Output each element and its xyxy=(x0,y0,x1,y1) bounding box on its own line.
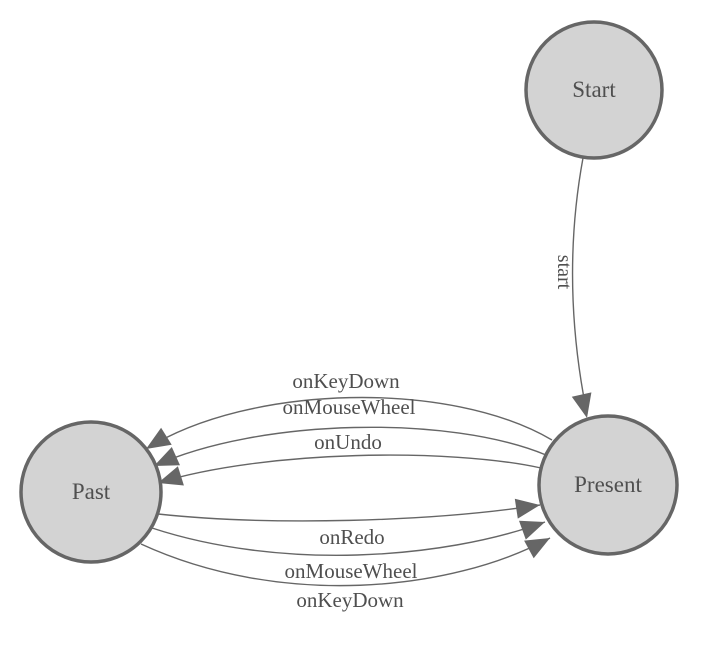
edge-label-onkeydown-top: onKeyDown xyxy=(292,369,400,393)
edge-label-onundo: onUndo xyxy=(314,430,382,454)
edge-present-to-past-onmousewheel xyxy=(153,426,547,467)
node-present: Present xyxy=(537,414,679,556)
edge-label-onmousewheel-bottom: onMouseWheel xyxy=(285,559,418,583)
node-label-present: Present xyxy=(574,472,642,497)
arrowhead-past-to-present-onredo xyxy=(514,498,540,519)
edge-label-start: start xyxy=(553,255,575,290)
edge-label-group: start onKeyDown onMouseWheel onUndo onRe… xyxy=(283,255,575,612)
arrowhead-group xyxy=(146,392,592,559)
node-circle-past xyxy=(19,420,163,564)
arrowhead-start-to-present xyxy=(571,392,592,418)
arrowhead-present-to-past-onundo xyxy=(158,466,184,486)
node-start: Start xyxy=(524,20,664,160)
edge-past-to-present-onredo xyxy=(157,504,541,522)
node-group: Start Past Present xyxy=(19,20,679,564)
arrowhead-past-to-present-onkeydown xyxy=(524,538,550,559)
edge-start-to-present xyxy=(571,157,588,415)
node-label-start: Start xyxy=(572,77,616,102)
arrowhead-past-to-present-onmousewheel xyxy=(519,520,545,540)
arrowhead-present-to-past-onkeydown xyxy=(146,427,172,449)
edge-group xyxy=(140,157,588,587)
edge-label-onmousewheel-top: onMouseWheel xyxy=(283,395,416,419)
edge-present-to-past-onkeydown xyxy=(145,396,553,450)
node-circle-start xyxy=(524,20,664,160)
edge-past-to-present-onkeydown xyxy=(140,537,551,587)
edge-past-to-present-onmousewheel xyxy=(151,521,546,556)
node-circle-present xyxy=(537,414,679,556)
node-past: Past xyxy=(19,420,163,564)
arrowhead-present-to-past-onmousewheel xyxy=(154,447,180,466)
node-label-past: Past xyxy=(72,479,111,504)
edge-label-onkeydown-bottom: onKeyDown xyxy=(296,588,404,612)
edge-present-to-past-onundo xyxy=(157,454,542,484)
edge-label-onredo: onRedo xyxy=(319,525,384,549)
